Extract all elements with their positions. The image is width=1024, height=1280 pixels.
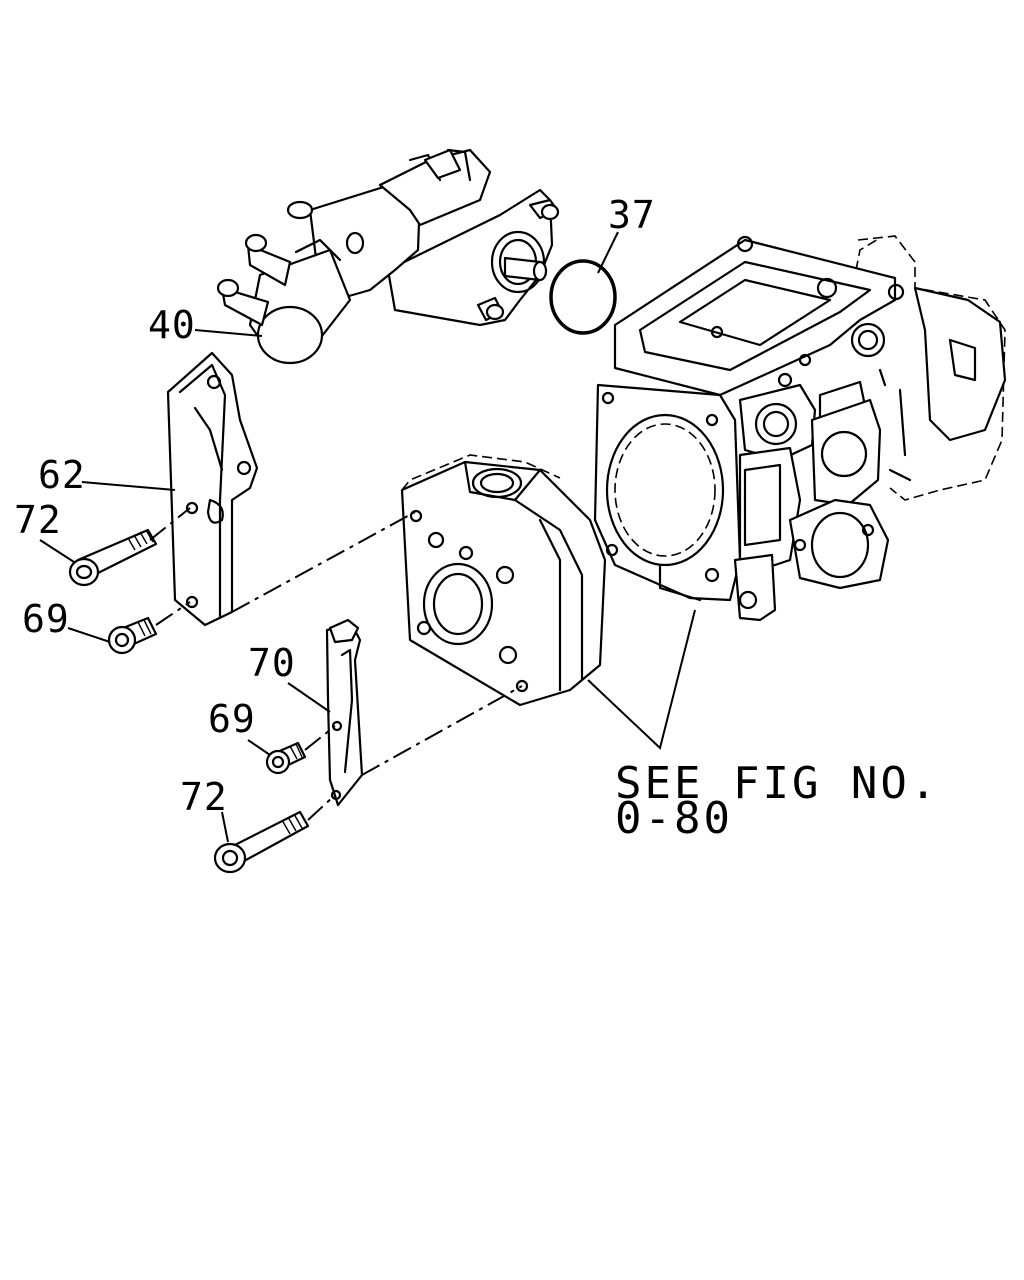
cover-flange-icon xyxy=(400,454,607,707)
part-label-40: 40 xyxy=(148,303,196,347)
leader-lines xyxy=(39,231,696,843)
part-label-72: 72 xyxy=(14,498,62,542)
reference-note-line1: SEE FIG NO. xyxy=(615,758,939,809)
o-ring-icon xyxy=(549,259,617,335)
part-label-62: 62 xyxy=(38,453,86,497)
part-label-69: 69 xyxy=(22,597,70,641)
bracket-icon xyxy=(325,618,364,807)
part-label-69: 69 xyxy=(208,697,256,741)
assembly-lines xyxy=(149,507,523,821)
reference-note-line2: 0-80 xyxy=(615,793,733,844)
bolt-icon xyxy=(265,741,307,775)
part-label-72: 72 xyxy=(180,775,228,819)
bracket-icon xyxy=(166,351,259,627)
part-label-70: 70 xyxy=(248,641,296,685)
part-label-37: 37 xyxy=(608,193,656,237)
bolt-icon xyxy=(68,528,158,587)
solenoid-valve-icon xyxy=(216,148,560,365)
bolt-icon xyxy=(107,616,158,655)
bolt-icon xyxy=(213,810,310,874)
pump-body-icon xyxy=(593,235,1007,622)
